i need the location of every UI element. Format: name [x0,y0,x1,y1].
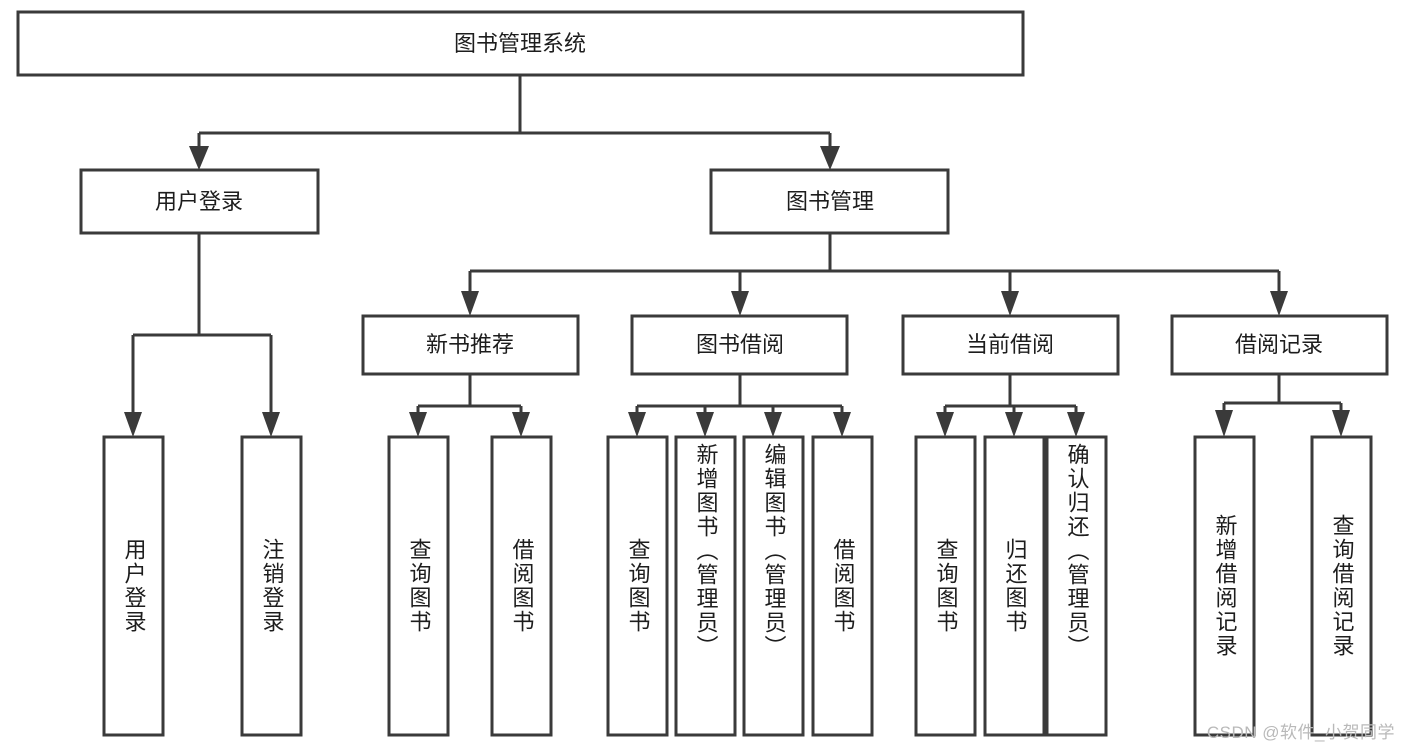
arrow-to-book-manage [820,146,840,170]
root-box[interactable] [16,10,1025,77]
arrow-to-leaf-add-book [696,412,714,437]
borrow-record-label: 借阅记录 [1235,332,1323,357]
new-book-recommend-box[interactable] [361,314,580,376]
leaf-return-book-box[interactable] [983,435,1046,737]
node-book-borrow[interactable]: 图书借阅 [630,314,849,376]
leaf-borrow-book-2-box[interactable] [811,435,874,737]
node-borrow-record[interactable]: 借阅记录 [1170,314,1389,376]
connectors-group [124,75,1350,437]
leaf-confirm-return-box[interactable] [1045,435,1108,737]
leaf-query-book-2-box[interactable] [606,435,669,737]
arrow-to-leaf-user-login [124,412,142,437]
leaf-add-book-box[interactable] [674,435,737,737]
arrow-to-leaf-edit-book [764,412,782,437]
arrow-to-leaf-borrow-book-2 [833,412,851,437]
arrow-to-leaf-query-book-1 [409,412,427,437]
node-root[interactable]: 图书管理系统 [16,10,1025,77]
leaf-query-record-box[interactable] [1310,435,1373,737]
current-borrow-box[interactable] [901,314,1120,376]
leaf-add-record-box[interactable] [1193,435,1256,737]
arrow-to-leaf-return-book [1005,412,1023,437]
node-user-login[interactable]: 用户登录 [79,168,320,235]
node-new-book-recommend[interactable]: 新书推荐 [361,314,580,376]
new-book-recommend-label: 新书推荐 [426,332,514,357]
arrow-to-leaf-confirm-return [1067,412,1085,437]
arrow-to-leaf-query-record [1332,410,1350,437]
node-book-manage[interactable]: 图书管理 [709,168,950,235]
leaf-user-login-box[interactable] [102,435,165,737]
arrow-to-leaf-add-record [1215,410,1233,437]
arrow-to-new-book-recommend [461,291,479,316]
borrow-record-box[interactable] [1170,314,1389,376]
arrow-to-leaf-logout-login [262,412,280,437]
leaf-borrow-book-1-box[interactable] [490,435,553,737]
leaf-query-book-1-box[interactable] [387,435,450,737]
book-manage-box[interactable] [709,168,950,235]
leaf-edit-book-box[interactable] [742,435,805,737]
node-current-borrow[interactable]: 当前借阅 [901,314,1120,376]
arrow-to-book-borrow [731,291,749,316]
arrow-to-leaf-query-book-2 [628,412,646,437]
current-borrow-label: 当前借阅 [966,332,1054,357]
arrow-to-user-login [189,146,209,170]
arrow-to-current-borrow [1001,291,1019,316]
leaf-query-book-3-box[interactable] [914,435,977,737]
arrow-to-leaf-query-book-3 [936,412,954,437]
arrow-to-borrow-record [1270,291,1288,316]
user-login-box[interactable] [79,168,320,235]
book-manage-label: 图书管理 [786,189,874,214]
leaf-logout-login-box[interactable] [240,435,303,737]
leaf-boxes-group [102,435,1373,737]
arrow-to-leaf-borrow-book-1 [512,412,530,437]
book-borrow-label: 图书借阅 [696,332,784,357]
user-login-label: 用户登录 [155,189,243,214]
csdn-watermark: CSDN @软件_小贺同学 [1206,723,1395,742]
root-label: 图书管理系统 [454,31,586,56]
book-borrow-box[interactable] [630,314,849,376]
